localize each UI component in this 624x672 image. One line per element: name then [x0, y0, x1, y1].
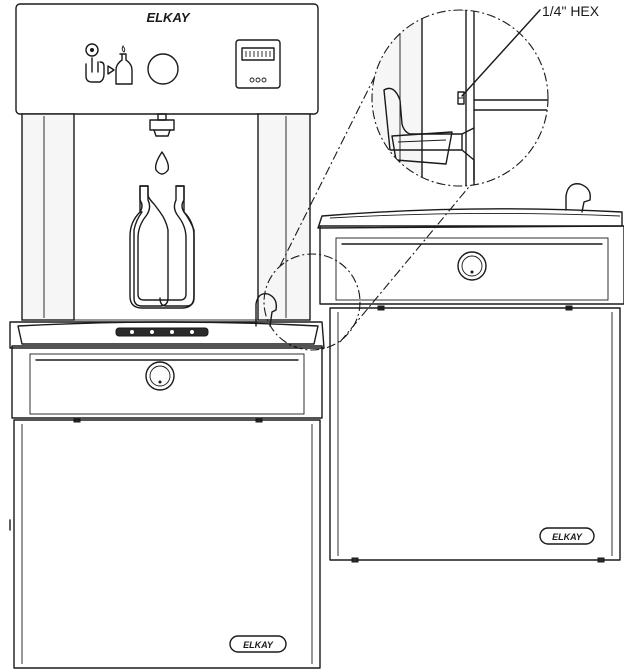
left-bubbler [255, 293, 278, 327]
left-cabinet [13, 419, 321, 669]
right-cabinet [329, 307, 621, 561]
left-push-button [145, 361, 175, 391]
hand-touch-sensor-icon [85, 43, 115, 83]
svg-text:ELKAY: ELKAY [552, 532, 583, 542]
bottle-sensor [147, 53, 179, 85]
left-front-bezel [11, 345, 323, 419]
right-front-bezel [319, 225, 624, 305]
right-cabinet-logo: ELKAY [539, 527, 595, 545]
top-elkay-logo: ELKAY [146, 10, 190, 25]
detail-source-circle [263, 253, 361, 351]
drain-grate [115, 327, 209, 337]
bottle-counter-display [235, 39, 281, 89]
right-column [257, 113, 311, 321]
filler-spout [149, 113, 175, 137]
small-bottle-icon [115, 53, 133, 85]
hex-callout-label: 1/4" HEX [542, 3, 600, 19]
svg-text:ELKAY: ELKAY [243, 640, 274, 650]
water-drop-icon [154, 151, 170, 175]
right-basin-top [317, 208, 623, 229]
left-cabinet-logo: ELKAY [229, 635, 287, 653]
left-fountain-unit: ELKAY [9, 3, 325, 669]
right-fountain-unit: ELKAY [317, 183, 624, 563]
callout-leader-line [461, 9, 541, 97]
left-column [21, 113, 75, 321]
bottle-outline-icon [129, 185, 195, 309]
right-push-button [457, 251, 487, 281]
hex-detail-callout: 1/4" HEX [263, 3, 600, 351]
right-bubbler [565, 183, 591, 213]
detail-magnified-circle [371, 9, 549, 187]
